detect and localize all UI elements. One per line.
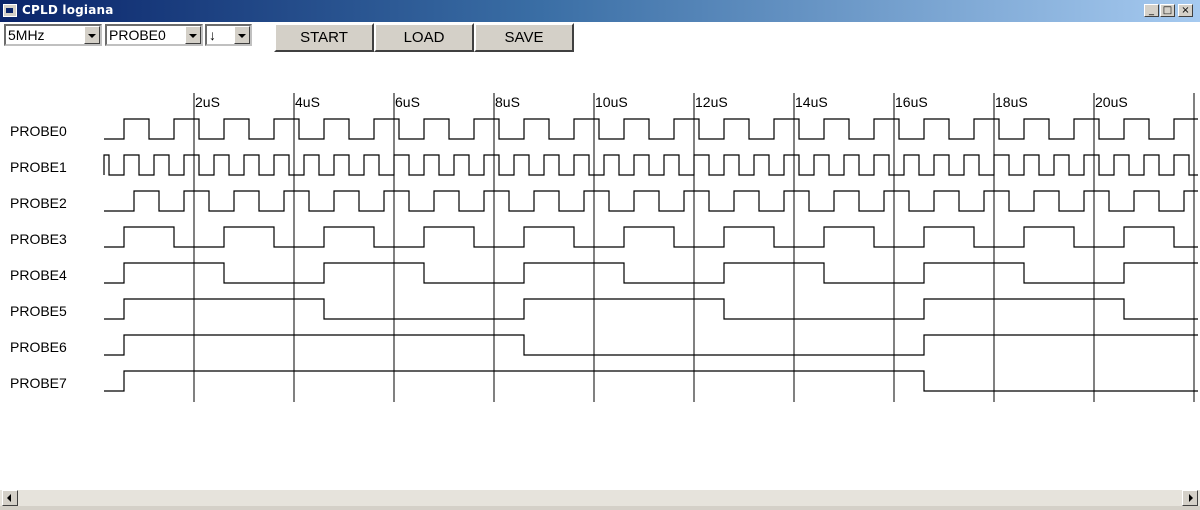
probe-label: PROBE6 bbox=[10, 339, 67, 355]
probe-trace bbox=[104, 334, 1198, 356]
window-title: CPLD logiana bbox=[22, 3, 114, 17]
title-bar: CPLD logiana _ □ × bbox=[0, 0, 1200, 22]
horizontal-scrollbar[interactable] bbox=[0, 490, 1200, 506]
probe-traces bbox=[103, 118, 1198, 392]
chevron-down-icon[interactable] bbox=[185, 26, 201, 44]
time-axis-label: 4uS bbox=[295, 94, 320, 110]
clock-select-value: 5MHz bbox=[8, 27, 45, 43]
close-button[interactable]: × bbox=[1178, 4, 1193, 17]
save-button[interactable]: SAVE bbox=[474, 23, 574, 52]
scroll-left-icon[interactable] bbox=[2, 490, 18, 506]
edge-select-value: ↓ bbox=[209, 27, 216, 43]
scroll-right-icon[interactable] bbox=[1182, 490, 1198, 506]
probe-trace bbox=[104, 118, 1198, 140]
probe-trace bbox=[103, 154, 1198, 176]
clock-select[interactable]: 5MHz bbox=[4, 24, 102, 46]
time-axis-label: 12uS bbox=[695, 94, 728, 110]
probe-trace bbox=[104, 370, 1198, 392]
chevron-down-icon[interactable] bbox=[84, 26, 100, 44]
time-axis-label: 16uS bbox=[895, 94, 928, 110]
window-bottom-border bbox=[0, 506, 1200, 510]
probe-trace bbox=[104, 190, 1198, 212]
app-icon[interactable] bbox=[3, 4, 17, 17]
probe-labels: PROBE0PROBE1PROBE2PROBE3PROBE4PROBE5PROB… bbox=[10, 123, 67, 391]
probe-label: PROBE1 bbox=[10, 159, 67, 175]
load-button[interactable]: LOAD bbox=[374, 23, 474, 52]
chevron-down-icon[interactable] bbox=[234, 26, 250, 44]
time-axis-label: 18uS bbox=[995, 94, 1028, 110]
probe-trace bbox=[104, 298, 1198, 320]
time-axis-label: 8uS bbox=[495, 94, 520, 110]
probe-select[interactable]: PROBE0 bbox=[105, 24, 203, 46]
minimize-button[interactable]: _ bbox=[1144, 4, 1159, 17]
time-axis-labels: 2uS 4uS 6uS 8uS 10uS 12uS 14uS 16uS 18uS 20uS bbox=[195, 94, 1128, 110]
time-axis-label: 10uS bbox=[595, 94, 628, 110]
probe-trace bbox=[104, 262, 1198, 284]
maximize-button[interactable]: □ bbox=[1160, 4, 1175, 17]
start-button[interactable]: START bbox=[274, 23, 374, 52]
time-axis-label: 6uS bbox=[395, 94, 420, 110]
time-axis-label: 14uS bbox=[795, 94, 828, 110]
probe-label: PROBE0 bbox=[10, 123, 67, 139]
time-axis-label: 20uS bbox=[1095, 94, 1128, 110]
probe-select-value: PROBE0 bbox=[109, 27, 166, 43]
probe-label: PROBE7 bbox=[10, 375, 67, 391]
probe-label: PROBE4 bbox=[10, 267, 67, 283]
probe-trace bbox=[104, 226, 1198, 248]
probe-label: PROBE3 bbox=[10, 231, 67, 247]
probe-label: PROBE5 bbox=[10, 303, 67, 319]
waveform-display: 2uS 4uS 6uS 8uS 10uS 12uS 14uS 16uS 18uS 20uS PRO… bbox=[10, 93, 1198, 402]
edge-select[interactable]: ↓ bbox=[205, 24, 252, 46]
time-axis-label: 2uS bbox=[195, 94, 220, 110]
probe-label: PROBE2 bbox=[10, 195, 67, 211]
